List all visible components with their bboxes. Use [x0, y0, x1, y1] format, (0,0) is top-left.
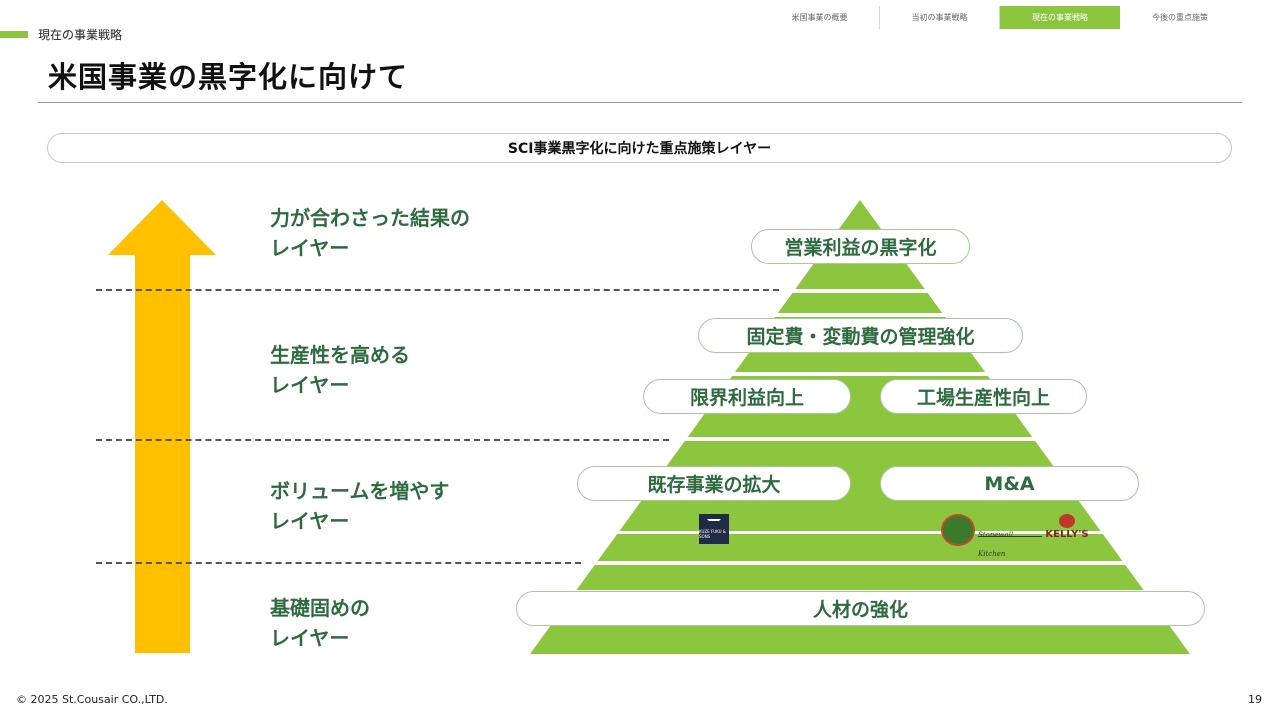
logo-text: Stonewall Kitchen	[978, 531, 1014, 558]
pill-existing-business: 既存事業の拡大	[577, 466, 851, 501]
pill-operating-profit: 営業利益の黒字化	[751, 229, 970, 264]
page-title: 米国事業の黒字化に向けて	[48, 60, 409, 94]
pyramid-tiers	[530, 200, 1190, 654]
layer-banner: SCI事業黒字化に向けた重点施策レイヤー	[47, 133, 1232, 163]
pill-cost-management: 固定費・変動費の管理強化	[698, 318, 1023, 353]
layer-divider	[96, 289, 779, 291]
copyright: © 2025 St.Cousair CO.,LTD.	[16, 693, 168, 706]
pyramid-tier	[619, 441, 1101, 531]
top-nav: 米国事業の概要 当初の事業戦略 現在の事業戦略 今後の重点施策	[760, 6, 1280, 29]
tab-initial-strategy[interactable]: 当初の事業戦略	[880, 6, 1000, 29]
pill-factory-productivity: 工場生産性向上	[880, 379, 1087, 414]
pyramid-tier	[576, 565, 1144, 590]
script-brand-logo: Stonewall Kitchen	[978, 522, 1042, 558]
layer-divider	[96, 562, 581, 564]
layer-label-line: ボリュームを増やす	[270, 479, 450, 503]
pill-talent: 人材の強化	[516, 591, 1205, 626]
title-divider	[38, 102, 1242, 103]
logo-mark-icon	[707, 519, 721, 527]
pill-marginal-profit: 限界利益向上	[643, 379, 851, 414]
upward-arrow-icon	[108, 200, 216, 653]
kuze-fuku-logo: KUZE FUKU & SONS	[699, 514, 729, 544]
layer-label-line: レイヤー	[270, 373, 350, 397]
tab-key-initiatives[interactable]: 今後の重点施策	[1152, 13, 1208, 22]
kellys-logo: KELLY'S	[1045, 514, 1089, 546]
layer-label-line: レイヤー	[270, 236, 350, 260]
layer-label-volume: ボリュームを増やす レイヤー	[270, 476, 449, 536]
layer-label-foundation: 基礎固めの レイヤー	[270, 593, 370, 653]
pyramid-tier	[597, 534, 1123, 561]
layer-label-line: 基礎固めの	[270, 596, 370, 620]
layer-label-line: 力が合わさった結果の	[270, 206, 470, 230]
layer-label-result: 力が合わさった結果の レイヤー	[270, 203, 470, 263]
page-number: 19	[1248, 693, 1262, 706]
layer-divider	[96, 439, 669, 441]
tab-us-overview[interactable]: 米国事業の概要	[760, 6, 880, 29]
kellys-badge-icon	[1059, 514, 1075, 528]
layer-label-line: 生産性を高める	[270, 343, 410, 367]
pyramid-tier	[777, 293, 943, 313]
pill-m-and-a: M&A	[880, 466, 1139, 501]
section-marker	[0, 31, 28, 38]
layer-label-line: レイヤー	[270, 626, 350, 650]
section-label: 現在の事業戦略	[38, 28, 123, 42]
brand-seal-logo	[941, 514, 975, 546]
layer-label-productivity: 生産性を高める レイヤー	[270, 340, 410, 400]
layer-label-line: レイヤー	[270, 509, 350, 533]
logo-text: KUZE FUKU & SONS	[699, 529, 726, 539]
tab-current-strategy[interactable]: 現在の事業戦略	[1000, 6, 1120, 29]
logo-text: KELLY'S	[1045, 529, 1089, 540]
